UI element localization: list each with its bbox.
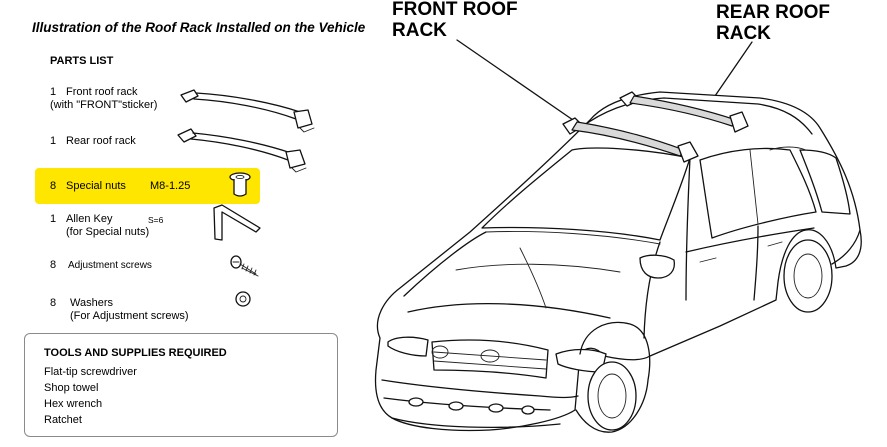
tools-box — [24, 333, 338, 437]
screw-icon — [230, 255, 259, 277]
allen-key-icon — [213, 204, 261, 241]
special-nuts-highlight — [35, 168, 260, 204]
front-callout-leader — [456, 39, 574, 121]
callout-line: RACK — [392, 20, 447, 41]
tool-item: Ratchet — [44, 414, 82, 426]
callout-line: RACK — [716, 23, 771, 44]
roof-rack-icon — [177, 128, 307, 173]
part-qty: 1 — [50, 213, 57, 225]
front-roof-rack-installed — [562, 117, 699, 163]
callout-line: REAR ROOF — [716, 2, 830, 23]
part-qty: 8 — [50, 259, 57, 271]
roof-rack-icon — [180, 89, 315, 133]
page-title: Illustration of the Roof Rack Installed … — [32, 20, 366, 35]
washer-icon — [235, 291, 251, 307]
part-spec: S=6 — [148, 215, 164, 225]
part-qty: 8 — [50, 180, 57, 192]
part-name: Front roof rack — [66, 86, 138, 98]
part-name: Adjustment screws — [68, 260, 152, 271]
part-name: Washers — [70, 297, 113, 309]
rear-roof-rack-installed — [619, 91, 749, 133]
part-note: (for Special nuts) — [66, 226, 150, 238]
special-nut-icon — [229, 172, 251, 197]
part-note: (For Adjustment screws) — [70, 310, 189, 322]
rear-rack-callout: REAR ROOF RACK — [716, 2, 830, 44]
part-name: Allen Key — [66, 213, 113, 225]
front-rack-callout: FRONT ROOF RACK — [392, 0, 518, 41]
tools-heading: TOOLS AND SUPPLIES REQUIRED — [44, 347, 227, 359]
parts-list-heading: PARTS LIST — [50, 55, 114, 67]
part-note: (with "FRONT"sticker) — [50, 99, 158, 111]
vehicle-illustration — [374, 91, 862, 433]
tool-item: Hex wrench — [44, 398, 103, 410]
part-name: Rear roof rack — [66, 135, 136, 147]
part-qty: 8 — [50, 297, 57, 309]
part-qty: 1 — [50, 135, 57, 147]
part-spec: M8-1.25 — [150, 180, 191, 192]
part-name: Special nuts — [66, 180, 126, 192]
part-qty: 1 — [50, 86, 57, 98]
tool-item: Shop towel — [44, 382, 99, 394]
callout-line: FRONT ROOF — [392, 0, 518, 20]
tool-item: Flat-tip screwdriver — [44, 366, 137, 378]
